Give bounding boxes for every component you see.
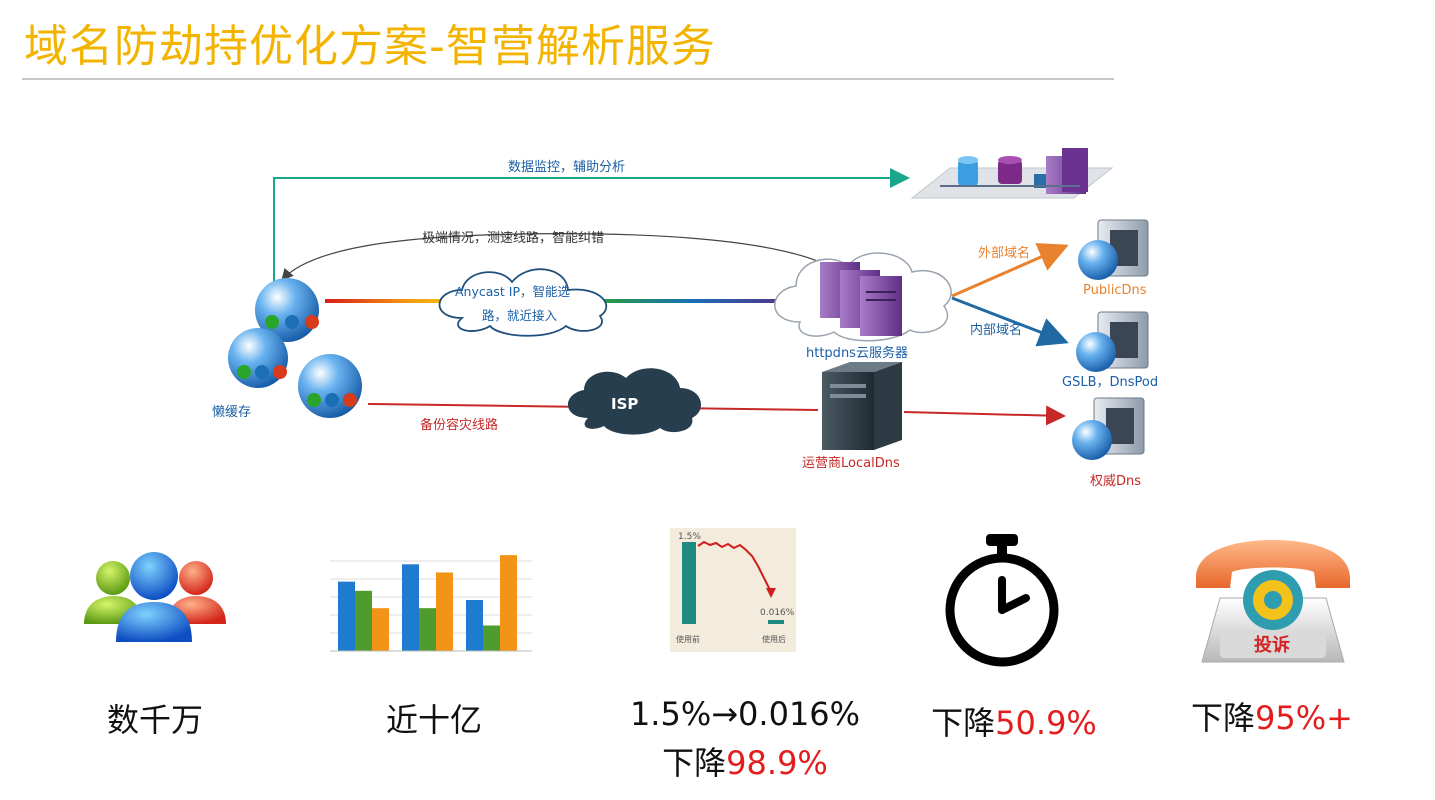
requests-bar-chart-icon [330, 555, 532, 652]
before-axis-label: 使用前 [676, 634, 700, 644]
anycast-label-line1: Anycast IP，智能选 [455, 284, 571, 299]
after-bar [768, 620, 784, 624]
page-title: 域名防劫持优化方案-智营解析服务 [24, 21, 716, 72]
stat-complaints: 下降95%+ [1180, 693, 1364, 739]
stat-users: 数千万 [106, 701, 203, 739]
feedback-label: 极端情况，测速线路，智能纠错 [422, 230, 604, 246]
after-value-label: 0.016% [760, 608, 795, 618]
bar-chart-icon-bar [355, 590, 372, 651]
httpdns-label: httpdns云服务器 [806, 345, 908, 361]
stat-complaints-value: 95%+ [1255, 699, 1353, 737]
stat-hijack-drop-prefix: 下降 [662, 744, 727, 782]
gslb-label: GSLB，DnsPod [1062, 375, 1158, 390]
authoritative-dns-server-icon [1072, 397, 1145, 460]
stat-hijack-drop: 下降98.9% [610, 738, 880, 784]
internal-domain-label: 内部域名 [970, 322, 1022, 338]
stopwatch-icon [945, 534, 1059, 667]
backup-connector-right [903, 405, 1066, 426]
client-globes-icon [228, 278, 362, 418]
internal-domain-connector [951, 296, 1069, 347]
monitoring-platform-icon [910, 148, 1114, 199]
bar-chart-icon-bar [372, 608, 389, 651]
stat-hijack-drop-value: 98.9% [726, 744, 828, 782]
stat-latency: 下降50.9% [922, 698, 1106, 744]
stat-hijack-rate: 1.5%→0.016% [629, 695, 861, 733]
stat-latency-value: 50.9% [995, 704, 1097, 742]
monitor-connector [273, 168, 910, 300]
bar-chart-icon-bar [436, 572, 453, 651]
bar-chart-icon-bar [483, 625, 500, 651]
isp-cloud-icon [567, 368, 702, 435]
anycast-label-line2: 路，就近接入 [482, 308, 558, 323]
httpdns-server-icon [774, 252, 952, 342]
bar-chart-icon-bar [500, 555, 517, 651]
bar-chart-icon-bar [402, 564, 419, 651]
public-dns-label: PublicDns [1083, 283, 1147, 298]
bar-chart-icon-bar [419, 608, 436, 651]
before-value-label: 1.5% [678, 532, 701, 542]
stat-requests: 近十亿 [385, 701, 482, 739]
local-dns-label: 运营商LocalDns [802, 456, 900, 471]
public-dns-server-icon [1078, 219, 1149, 280]
complaint-phone-icon: 投诉 [1196, 540, 1350, 663]
lazy-cache-label: 懒缓存 [212, 405, 251, 420]
external-domain-label: 外部域名 [978, 245, 1030, 261]
backup-label: 备份容灾线路 [420, 417, 498, 433]
external-domain-connector [951, 243, 1069, 298]
after-axis-label: 使用后 [762, 634, 786, 644]
authoritative-dns-label: 权威Dns [1090, 473, 1141, 489]
feedback-connector [281, 233, 821, 281]
users-icon [84, 552, 226, 642]
local-dns-server-icon [822, 362, 902, 450]
monitor-label: 数据监控，辅助分析 [508, 160, 625, 175]
bar-chart-icon-bar [338, 581, 355, 651]
bar-chart-icon-bar [466, 600, 483, 651]
stat-latency-prefix: 下降 [931, 704, 996, 742]
complaint-icon-label: 投诉 [1254, 634, 1290, 656]
before-bar [682, 542, 696, 624]
hijack-rate-chart-icon: 1.5% 0.016% 使用前 使用后 [670, 528, 796, 652]
gslb-server-icon [1076, 311, 1149, 372]
isp-label: ISP [611, 395, 638, 413]
title-divider [22, 78, 1114, 80]
stat-complaints-prefix: 下降 [1191, 699, 1256, 737]
anycast-cloud-icon [438, 268, 608, 337]
